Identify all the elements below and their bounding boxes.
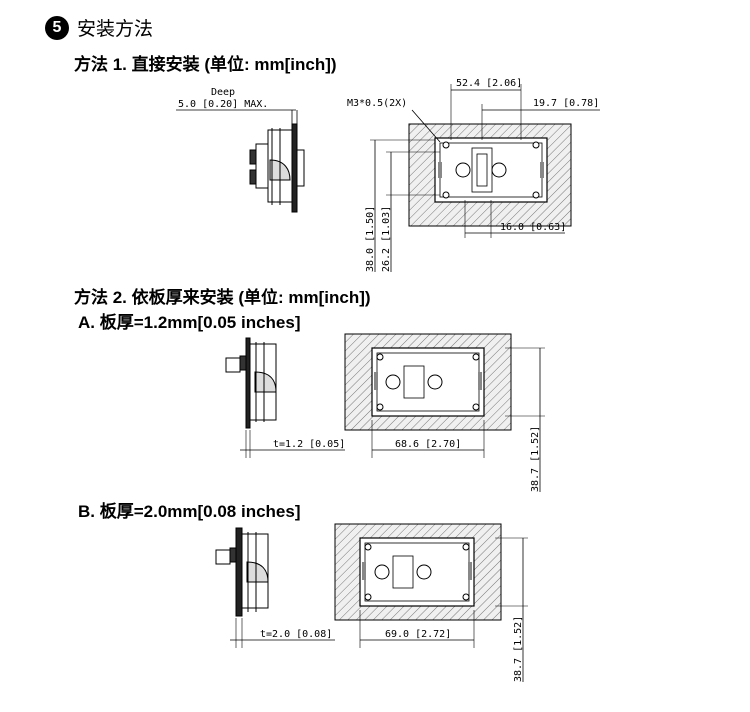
- method2a-height-label: 38.7 [1.52]: [530, 426, 541, 492]
- method1-heading: 方法 1. 直接安装 (单位: mm[inch]): [74, 55, 337, 74]
- method2-heading: 方法 2. 依板厚来安装 (单位: mm[inch]): [74, 288, 371, 307]
- method2b-side-view: [215, 527, 269, 617]
- method2b-width-label: 69.0 [2.72]: [385, 629, 451, 640]
- method1-side-view: [249, 123, 305, 213]
- method2a-side-view: [225, 337, 277, 429]
- method1-front-view: [408, 123, 572, 227]
- deep-value: 5.0 [0.20] MAX.: [178, 99, 268, 110]
- method2a-thickness-label: t=1.2 [0.05]: [273, 439, 345, 450]
- method2b-front-view: [334, 523, 502, 621]
- method2b-thickness-label: t=2.0 [0.08]: [260, 629, 332, 640]
- method2b-heading: B. 板厚=2.0mm[0.08 inches]: [78, 502, 301, 521]
- bottom-dim-label: 16.0 [0.63]: [500, 222, 566, 233]
- section-title-text: 安装方法: [77, 19, 154, 40]
- section-title: 5 安装方法: [45, 14, 153, 41]
- width-dim-label: 52.4 [2.06]: [456, 78, 522, 89]
- method2a-width-label: 68.6 [2.70]: [395, 439, 461, 450]
- height-dim-label: 38.0 [1.50]: [365, 206, 376, 272]
- screw-label: M3*0.5(2X): [347, 98, 407, 109]
- inner-height-dim-label: 26.2 [1.03]: [381, 206, 392, 272]
- deep-label: Deep: [211, 87, 235, 98]
- method2a-heading: A. 板厚=1.2mm[0.05 inches]: [78, 313, 301, 332]
- method2b-height-label: 38.7 [1.52]: [513, 616, 524, 682]
- method2a-front-view: [344, 333, 512, 431]
- right-dim-label: 19.7 [0.78]: [533, 98, 599, 109]
- section-number-badge: 5: [45, 15, 69, 40]
